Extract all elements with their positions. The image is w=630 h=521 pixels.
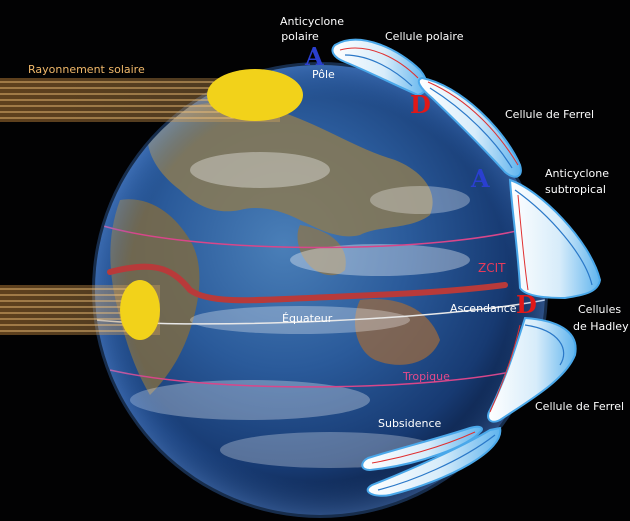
subsidence-label: Subsidence xyxy=(378,417,441,430)
polar-cell-south xyxy=(366,426,502,497)
pole-label: Pôle xyxy=(312,68,335,81)
ferrel-cell-south-label: Cellule de Ferrel xyxy=(535,400,624,413)
solar-rays-equatorial xyxy=(0,280,160,340)
itcz-label: ZCIT xyxy=(478,261,506,275)
tropic-label: Tropique xyxy=(402,370,450,383)
equatorial-sun-spot xyxy=(120,280,160,340)
itcz-line xyxy=(107,263,508,304)
hadley-cells-label-line2: de Hadley xyxy=(573,320,629,333)
polar-sun-spot xyxy=(207,69,303,121)
subpolar-low-pressure-marker: D xyxy=(410,90,431,119)
equator-label: Équateur xyxy=(282,312,333,325)
polar-cell xyxy=(331,38,428,97)
earth-globe xyxy=(92,62,548,518)
polar-anticyclone-label-line2: polaire xyxy=(281,30,319,43)
hadley-cells-label-line1: Cellules xyxy=(578,303,621,316)
subtropical-anticyclone-label-line1: Anticyclone xyxy=(545,167,609,180)
solar-rays-polar xyxy=(0,69,303,122)
polar-cell-label: Cellule polaire xyxy=(385,30,464,43)
hadley-cell-north xyxy=(508,178,602,300)
ferrel-cell-south xyxy=(361,425,483,472)
ferrel-cell-north-label: Cellule de Ferrel xyxy=(505,108,594,121)
ascent-label: Ascendance xyxy=(450,302,517,315)
subtropical-anticyclone-label-line2: subtropical xyxy=(545,183,606,196)
hadley-cell-south xyxy=(487,316,577,423)
equatorial-low-pressure-marker: D xyxy=(516,290,537,319)
ferrel-cell-north xyxy=(417,76,522,178)
polar-high-pressure-marker: A xyxy=(304,42,324,71)
polar-anticyclone-label-line1: Anticyclone xyxy=(280,15,344,28)
subtropical-high-pressure-marker: A xyxy=(470,164,490,193)
solar-radiation-label: Rayonnement solaire xyxy=(28,63,145,76)
